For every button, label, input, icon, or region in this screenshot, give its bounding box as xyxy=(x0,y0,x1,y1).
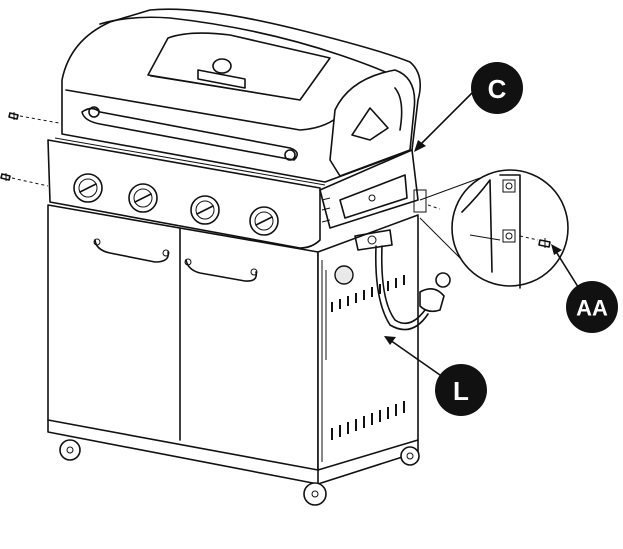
tank-hole xyxy=(334,265,354,285)
control-panel xyxy=(47,137,326,249)
leader-l xyxy=(389,339,441,376)
screw-aa xyxy=(538,238,551,248)
screw-upper-left xyxy=(8,112,19,120)
leader-lines xyxy=(384,89,581,376)
knob-4 xyxy=(249,206,279,236)
callout-l: L xyxy=(435,364,487,416)
detail-magnifier xyxy=(413,169,569,289)
screw-lower-left xyxy=(0,173,11,181)
caster-front-right xyxy=(303,482,327,506)
leader-c xyxy=(419,89,476,146)
knob-1 xyxy=(73,173,103,203)
callout-aa-label: AA xyxy=(576,296,608,321)
callout-c: C xyxy=(471,62,523,114)
casters xyxy=(59,439,420,506)
caster-back-right xyxy=(400,446,420,466)
vents-lower xyxy=(331,401,405,440)
gas-regulator-hose xyxy=(354,229,451,331)
caster-front-left xyxy=(59,439,81,461)
knob-3 xyxy=(190,195,220,225)
vents-upper xyxy=(331,275,405,312)
arrowhead-l xyxy=(384,336,396,345)
callout-l-label: L xyxy=(453,376,469,406)
cabinet xyxy=(47,204,419,485)
screw-lower-leader xyxy=(11,177,49,187)
right-door-handle xyxy=(184,258,258,282)
side-bracket-c xyxy=(319,149,419,229)
detail-circle xyxy=(451,169,569,287)
arrowhead-c xyxy=(414,140,426,152)
arrowhead-aa xyxy=(551,244,562,255)
leader-aa xyxy=(554,249,581,291)
left-door-handle xyxy=(93,238,170,263)
burner-knobs xyxy=(73,173,279,236)
knob-2 xyxy=(128,183,158,213)
callout-c-label: C xyxy=(488,74,507,104)
left-screws xyxy=(0,112,71,187)
callout-aa: AA xyxy=(566,281,618,333)
grill-lid xyxy=(61,8,421,183)
